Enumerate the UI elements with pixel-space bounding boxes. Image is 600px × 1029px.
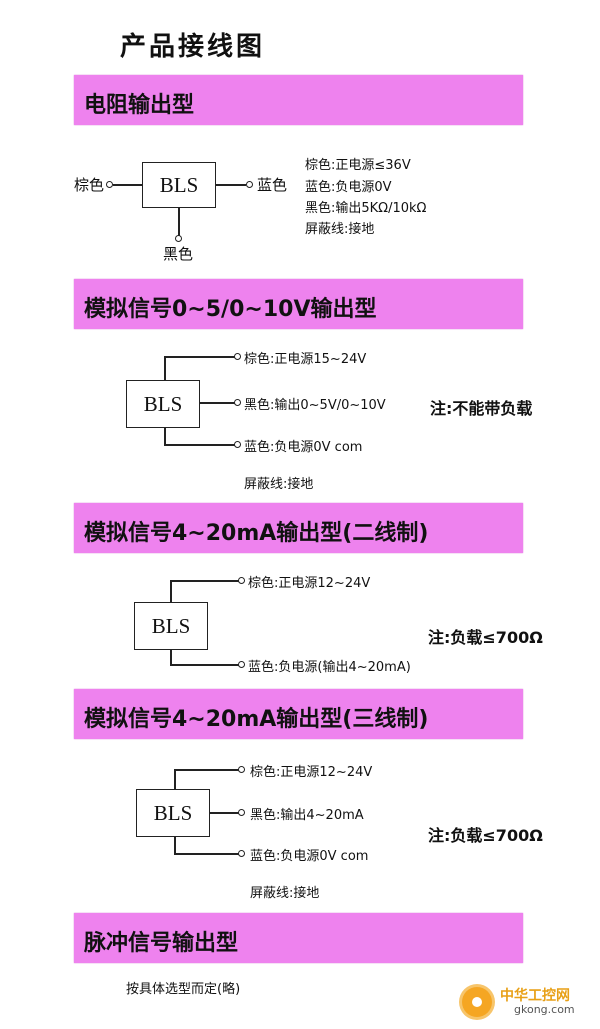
note: 注:负载≤700Ω [428,826,543,845]
wire-line [113,184,142,186]
terminal-icon [106,181,113,188]
section-header-label: 模拟信号4~20mA输出型(三线制) [84,707,429,732]
terminal-icon [234,399,241,406]
watermark-url: gkong.com [514,1003,575,1016]
wire-label: 棕色:正电源12~24V [250,765,373,780]
section-header-label: 电阻输出型 [84,93,195,118]
wire-label-black: 黑色 [163,245,194,263]
terminal-icon [175,235,182,242]
wire-label: 棕色:正电源12~24V [248,576,371,591]
pulse-note: 按具体选型而定(略) [126,982,241,997]
section-header-current-3wire: 模拟信号4~20mA输出型(三线制) [74,689,523,739]
wire-line [174,853,240,855]
terminal-icon [238,809,245,816]
section-header-label: 模拟信号0~5/0~10V输出型 [84,297,377,322]
terminal-icon [234,353,241,360]
shield-label: 屏蔽线:接地 [250,886,320,901]
wire-line [174,769,240,771]
bls-box: BLS [142,162,216,208]
wire-line [199,402,236,404]
watermark-name: 中华工控网 [500,988,570,1004]
terminal-icon [246,181,253,188]
wire-line [164,444,236,446]
wire-line [170,664,240,666]
wire-line [170,580,240,582]
wire-line [215,184,246,186]
wire-line [170,580,172,602]
terminal-icon [238,577,245,584]
legend-line: 棕色:正电源≤36V [305,158,411,173]
bls-box: BLS [126,380,200,428]
note: 注:负载≤700Ω [428,628,543,647]
wire-label: 黑色:输出4~20mA [250,808,364,823]
terminal-icon [234,441,241,448]
legend-line: 黑色:输出5KΩ/10kΩ [305,201,427,216]
terminal-icon [238,850,245,857]
wire-label: 蓝色:负电源0V com [250,849,369,864]
shield-label: 屏蔽线:接地 [244,477,314,492]
section-header-label: 模拟信号4~20mA输出型(二线制) [84,521,429,546]
wire-line [209,812,240,814]
wire-label: 蓝色:负电源0V com [244,440,363,455]
bls-box: BLS [136,789,210,837]
terminal-icon [238,661,245,668]
section-header-voltage: 模拟信号0~5/0~10V输出型 [74,279,523,329]
bls-box: BLS [134,602,208,650]
legend-line: 蓝色:负电源0V [305,180,392,195]
wire-line [164,427,166,445]
wire-line [178,207,180,237]
watermark: 中华工控网 gkong.com [462,983,592,1023]
wire-line [164,356,236,358]
section-header-resistance: 电阻输出型 [74,75,523,125]
wire-label: 蓝色:负电源(输出4~20mA) [248,660,411,675]
wire-label: 黑色:输出0~5V/0~10V [244,398,386,413]
wire-line [164,356,166,380]
wire-label-blue: 蓝色 [257,176,288,194]
wire-line [174,769,176,789]
section-header-label: 脉冲信号输出型 [84,931,239,956]
wire-label: 棕色:正电源15~24V [244,352,367,367]
note: 注:不能带负载 [430,399,533,418]
wire-label-brown: 棕色 [74,176,105,194]
section-header-current-2wire: 模拟信号4~20mA输出型(二线制) [74,503,523,553]
wire-line [174,836,176,854]
gear-icon [462,987,492,1017]
section-header-pulse: 脉冲信号输出型 [74,913,523,963]
page-title: 产品接线图 [120,32,266,62]
terminal-icon [238,766,245,773]
wire-line [170,649,172,665]
legend-line: 屏蔽线:接地 [305,222,375,237]
